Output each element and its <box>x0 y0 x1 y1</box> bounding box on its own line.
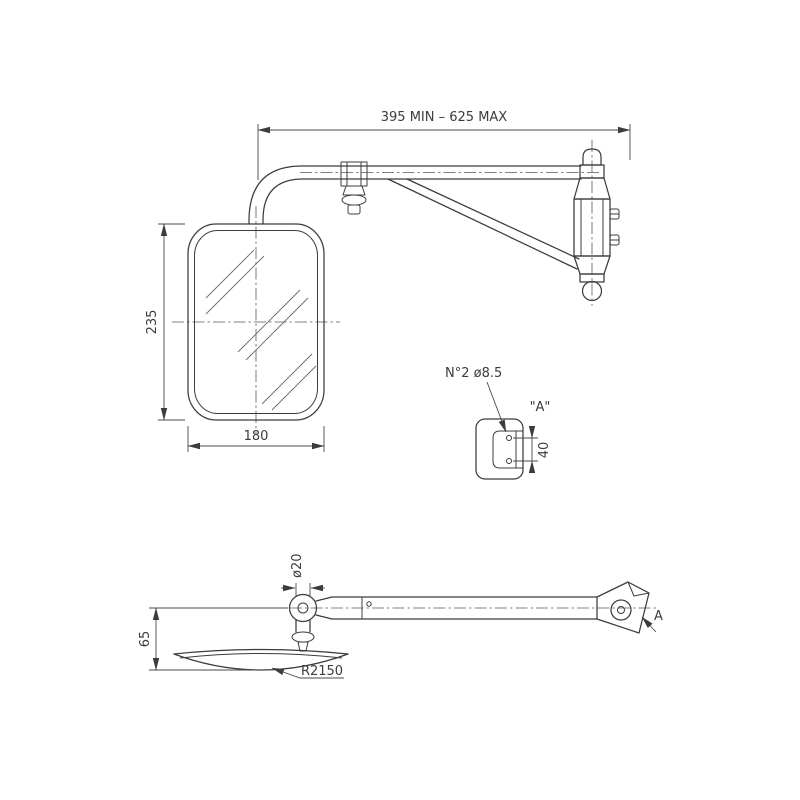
offset-height-label: 65 <box>138 631 153 648</box>
bracket-top-cap <box>582 148 602 166</box>
detail-bracket-slot <box>492 430 523 469</box>
side-pivot-bolt <box>297 602 309 614</box>
clamp-body-lines <box>346 162 362 186</box>
hole-spacing-label: 40 <box>537 442 552 459</box>
detail-view-a: N°2 ø8.5 "A" 40 <box>445 366 552 480</box>
side-tube-rivet <box>366 601 372 607</box>
hole-spacing-extension-lines <box>513 437 538 462</box>
mirror-width-label: 180 <box>244 429 269 444</box>
side-arm-tube <box>315 596 598 620</box>
detail-hole-top <box>506 435 512 441</box>
view-a-arrow <box>641 616 657 633</box>
detail-view-title-label: "A" <box>530 400 551 415</box>
mount-head-outline <box>596 581 650 634</box>
side-pivot-boss <box>288 593 318 623</box>
arm-clamp-knob <box>340 161 368 215</box>
mirror-glass-edge <box>194 230 318 414</box>
holes-note-label: N°2 ø8.5 <box>445 366 502 381</box>
side-view <box>173 581 658 671</box>
tube-diameter-extension-lines <box>295 583 311 597</box>
mirror-height-label: 235 <box>145 310 160 335</box>
front-view <box>172 140 620 434</box>
view-arrow-label: A <box>654 609 663 624</box>
offset-extension-lines <box>149 607 288 671</box>
view-direction-arrow: A <box>641 609 663 633</box>
mount-head-bore <box>610 599 632 621</box>
side-mirror-stem <box>291 619 315 652</box>
detail-bracket-outline <box>475 418 524 480</box>
arm-range-extension-lines <box>257 124 631 180</box>
mount-head-pin <box>617 606 625 614</box>
glass-radius-label: R2150 <box>301 664 343 679</box>
stem-cone <box>297 641 309 652</box>
mount-bracket <box>573 148 620 302</box>
mirror-width-dimension: 180 <box>187 426 325 452</box>
clamp-neck <box>342 185 366 196</box>
arm-tube-inner-edge <box>262 178 582 225</box>
glass-radius-callout: R2150 <box>271 664 344 679</box>
holes-note-leader <box>486 381 507 433</box>
glass-radius-leader <box>271 667 344 679</box>
bracket-plate-lines <box>580 199 604 256</box>
arm-range-label: 395 MIN – 625 MAX <box>381 110 508 125</box>
side-mount-head <box>596 581 650 634</box>
mount-head-facet <box>627 581 650 597</box>
diagonal-strut <box>387 178 580 270</box>
clamp-wingnut <box>341 194 367 206</box>
stem-wingnut <box>291 631 315 643</box>
stem-shaft <box>295 619 311 633</box>
clamp-knob-tip <box>347 204 361 215</box>
tube-diameter-label: ø20 <box>290 554 305 579</box>
mirror-glass-glints <box>205 249 317 411</box>
arm-range-dimension: 395 MIN – 625 MAX <box>257 110 631 180</box>
mirror-front <box>187 223 325 421</box>
arm-tube-outer-edge <box>248 165 582 225</box>
detail-hole-bottom <box>506 458 512 464</box>
offset-height-dimension: 65 <box>138 607 288 671</box>
dish-inner-rim <box>179 653 343 659</box>
mirror-housing-outline <box>187 223 325 421</box>
dish-top-rim <box>173 648 349 655</box>
mirror-height-dimension: 235 <box>145 223 185 421</box>
tube-diameter-dimension: ø20 <box>281 554 325 597</box>
bracket-ball-joint <box>581 280 603 302</box>
